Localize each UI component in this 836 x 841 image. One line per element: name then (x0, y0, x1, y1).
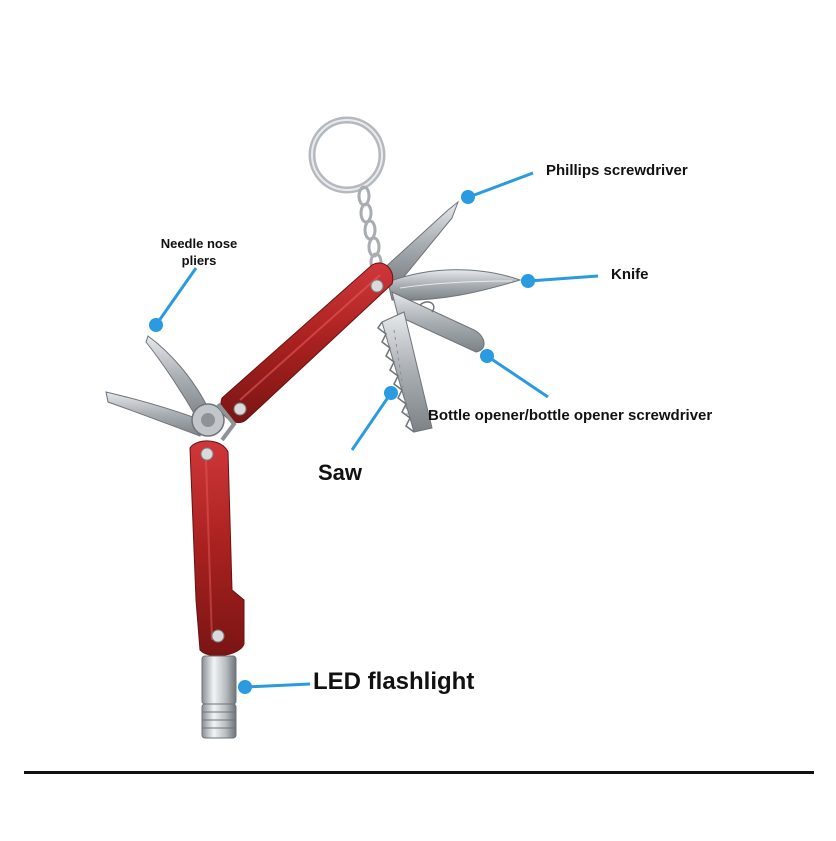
lower-handle (189, 440, 245, 657)
callout-saw (350, 386, 398, 451)
saw-blade (376, 311, 433, 433)
label-phillips-screwdriver: Phillips screwdriver (546, 162, 688, 179)
knife-blade (387, 269, 522, 301)
upper-handle (220, 262, 394, 423)
key-chain (357, 185, 383, 272)
callout-knife (521, 274, 599, 288)
label-pliers-line1: Needle nose (160, 236, 238, 251)
label-led-flashlight: LED flashlight (313, 668, 475, 695)
callout-pliers (149, 267, 198, 332)
callout-phillips (461, 171, 534, 204)
label-knife: Knife (611, 266, 649, 283)
label-saw: Saw (318, 460, 363, 485)
needle-nose-pliers (105, 335, 237, 442)
bottle-opener-blade (391, 291, 485, 353)
led-flashlight (201, 655, 237, 739)
bottom-divider (24, 771, 814, 774)
label-bottle-opener: Bottle opener/bottle opener screwdriver (428, 407, 713, 424)
callout-bottle-opener (480, 349, 549, 399)
callout-led (238, 680, 311, 694)
label-pliers-line2: pliers (181, 253, 217, 268)
label-needle-nose-pliers: Needle nose pliers (154, 235, 244, 269)
key-ring (308, 116, 386, 194)
